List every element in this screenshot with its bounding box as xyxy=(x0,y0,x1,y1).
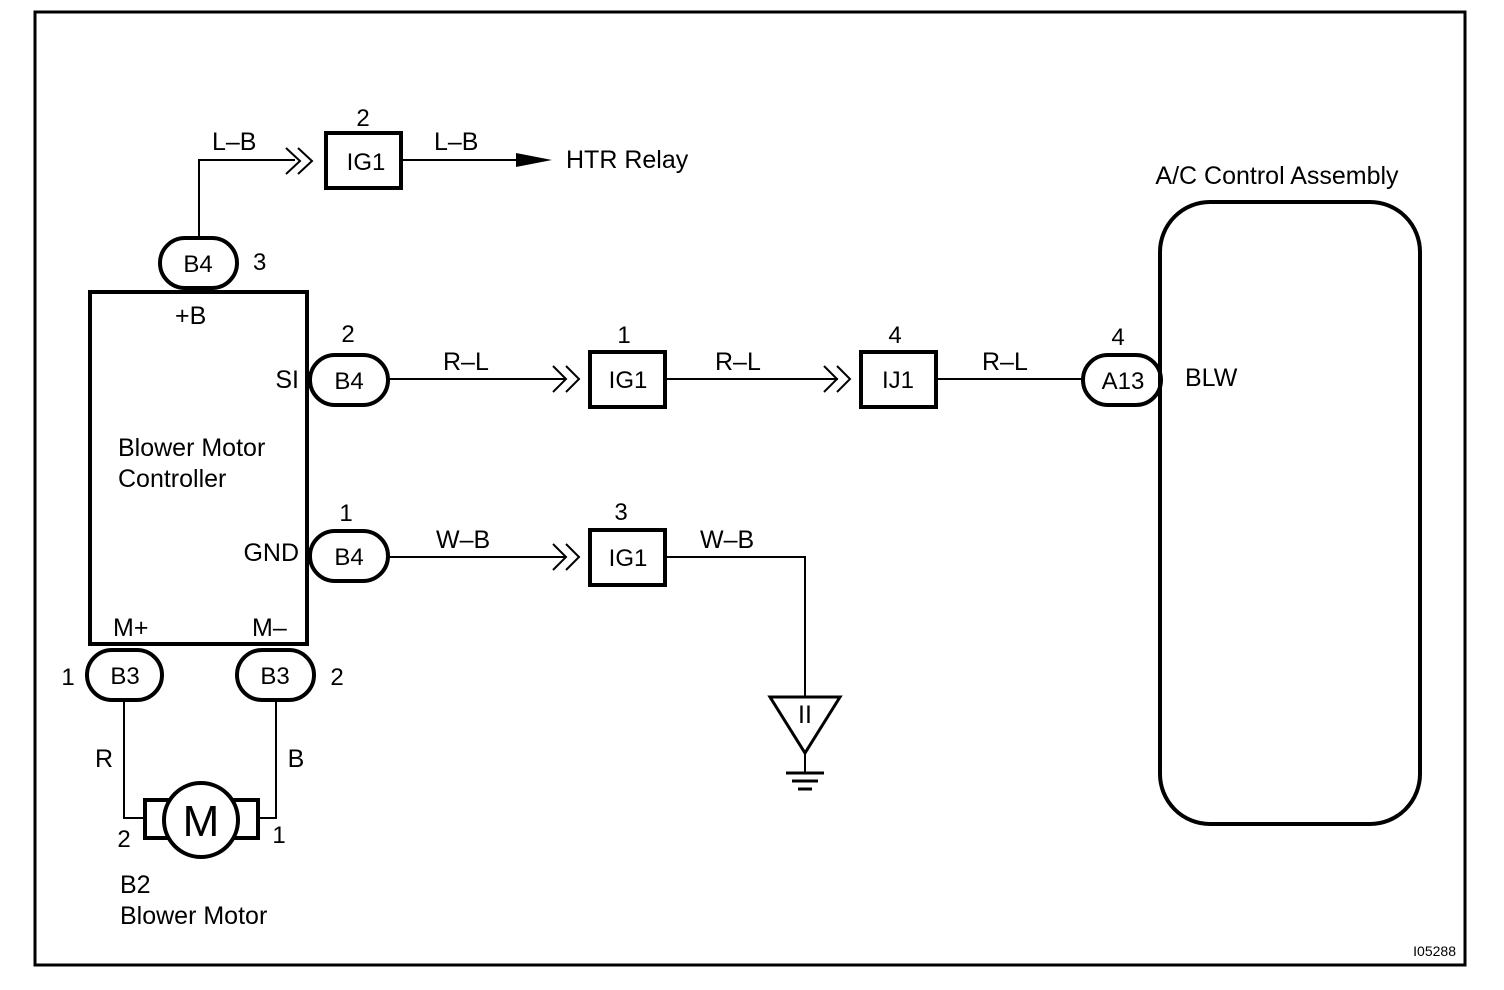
chevron-icon xyxy=(552,543,581,571)
blower-motor: M 2 1 xyxy=(117,781,286,859)
connector-b4-si-pin: 2 xyxy=(341,321,354,348)
wire-label-lb-1: L–B xyxy=(212,128,256,156)
junction-ig1-bottom: IG1 3 xyxy=(588,499,667,587)
connector-b4-gnd-label: B4 xyxy=(334,544,363,571)
wire-b xyxy=(258,700,277,819)
ground-symbol-label: II xyxy=(798,701,812,729)
terminal-blw: BLW xyxy=(1185,364,1238,392)
terminal-si: SI xyxy=(275,366,299,394)
connector-b3-right-pin: 2 xyxy=(330,664,343,691)
terminal-gnd: GND xyxy=(243,539,299,567)
ac-control-assembly: A/C Control Assembly BLW xyxy=(1155,162,1422,826)
ground-icon: II xyxy=(767,695,843,791)
connector-a13-label: A13 xyxy=(1102,368,1145,395)
junction-ij1-pin: 4 xyxy=(888,322,901,349)
wire-label-b: B xyxy=(288,745,305,773)
diagram-frame xyxy=(33,10,1467,967)
wire-label-rl-1: R–L xyxy=(443,348,489,376)
htr-relay-label: HTR Relay xyxy=(566,146,689,174)
connector-b3-left-pin: 1 xyxy=(61,664,74,691)
junction-ij1-label: IJ1 xyxy=(882,367,914,394)
blower-motor-controller: Blower Motor Controller +B SI GND M+ M– xyxy=(88,290,309,646)
connector-b4-top-label: B4 xyxy=(183,251,212,278)
wire-label-wb-1: W–B xyxy=(436,526,490,554)
connector-b4-si-label: B4 xyxy=(334,368,363,395)
wire-label-r: R xyxy=(95,745,113,773)
junction-ig1-bottom-label: IG1 xyxy=(609,545,648,572)
junction-ig1-top: IG1 2 xyxy=(324,105,403,190)
junction-ig1-mid-label: IG1 xyxy=(609,367,648,394)
connector-b4-si: B4 2 xyxy=(308,321,390,407)
connector-a13-pin: 4 xyxy=(1111,324,1124,351)
wire-label-rl-2: R–L xyxy=(715,348,761,376)
connector-a13: A13 4 xyxy=(1081,324,1163,407)
wire-label-lb-2: L–B xyxy=(434,128,478,156)
wire-label-wb-2: W–B xyxy=(700,526,754,554)
connector-b4-top: B4 3 xyxy=(158,236,266,290)
junction-ig1-bottom-pin: 3 xyxy=(614,499,627,526)
figure-id: I05288 xyxy=(1413,943,1456,959)
controller-box xyxy=(88,290,309,646)
motor-pin-left: 2 xyxy=(117,826,130,853)
blower-motor-name: Blower Motor xyxy=(120,902,267,930)
connector-b3-right-label: B3 xyxy=(260,663,289,690)
chevron-icon xyxy=(285,147,314,175)
wire-wb-2 xyxy=(665,556,806,697)
junction-ig1-mid-pin: 1 xyxy=(617,322,630,349)
connector-b3-left-label: B3 xyxy=(110,663,139,690)
junction-ig1-top-pin: 2 xyxy=(356,105,369,132)
junction-ij1: IJ1 4 xyxy=(859,322,938,409)
motor-icon xyxy=(162,781,240,859)
connector-b4-gnd-pin: 1 xyxy=(339,500,352,527)
connector-b3-left: B3 1 xyxy=(61,648,164,702)
chevron-icon xyxy=(552,365,581,393)
connector-b3-right: B3 2 xyxy=(235,648,344,702)
controller-name-line1: Blower Motor xyxy=(118,434,265,462)
motor-symbol: M xyxy=(183,797,220,846)
ac-control-box xyxy=(1158,200,1422,826)
connector-b4-top-pin: 3 xyxy=(253,249,266,276)
blower-motor-code: B2 xyxy=(120,871,151,899)
arrow-icon xyxy=(516,153,552,167)
chevron-icon xyxy=(823,365,852,393)
terminal-m-plus: M+ xyxy=(113,614,148,642)
controller-name-line2: Controller xyxy=(118,465,226,493)
wire-r xyxy=(123,700,145,819)
terminal-m-minus: M– xyxy=(252,614,287,642)
connector-b4-gnd: B4 1 xyxy=(308,500,390,583)
junction-ig1-mid: IG1 1 xyxy=(588,322,667,409)
terminal-plus-b: +B xyxy=(175,302,206,330)
motor-pin-right: 1 xyxy=(272,822,285,849)
ac-control-assembly-title: A/C Control Assembly xyxy=(1155,162,1399,190)
junction-ig1-top-label: IG1 xyxy=(347,149,386,176)
wire-lb-vertical xyxy=(198,159,295,238)
wire-label-rl-3: R–L xyxy=(982,348,1028,376)
